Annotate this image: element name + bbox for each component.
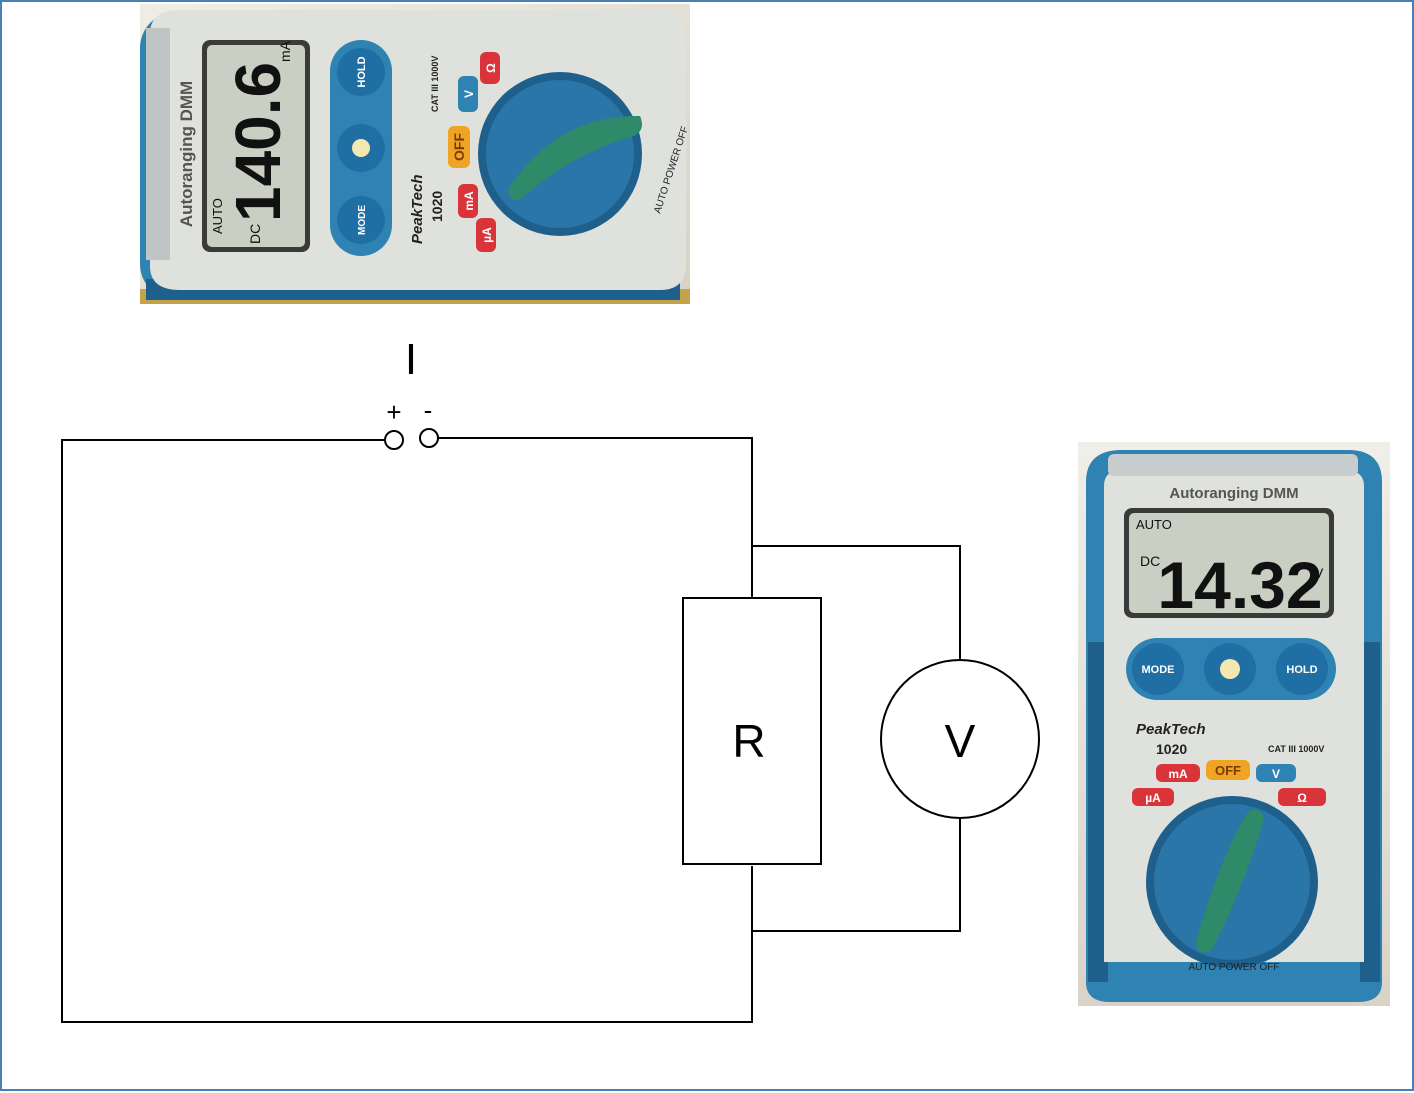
voltmeter-off-label: OFF	[1215, 763, 1241, 778]
ammeter-dial-knob	[508, 115, 642, 200]
ammeter-terminal-plus	[384, 430, 404, 450]
voltmeter-lcd-dc: DC	[1140, 553, 1160, 569]
voltmeter-symbol	[880, 659, 1040, 819]
ammeter-dial-ma: mA	[462, 191, 476, 211]
ammeter-lcd-unit: mA	[277, 40, 293, 62]
voltmeter-mode-button: MODE	[1142, 664, 1175, 676]
resistor	[682, 597, 822, 865]
ammeter-lcd-auto: AUTO	[210, 198, 225, 234]
voltmeter-auto-power-off: AUTO POWER OFF	[1189, 962, 1280, 973]
ammeter-photo: Autoranging DMM AUTO DC 140.6 mA HOLD MO…	[140, 4, 690, 304]
ammeter-lcd-dc: DC	[247, 224, 263, 244]
ammeter-dial-v: V	[462, 90, 476, 98]
voltmeter-brand: PeakTech	[1136, 721, 1206, 738]
resistor-label: R	[732, 715, 765, 767]
ammeter-dial-ohm: Ω	[484, 63, 498, 73]
voltmeter-hold-button: HOLD	[1286, 664, 1317, 676]
plus-sign: +	[386, 397, 401, 427]
voltmeter-lcd-reading: 14.32	[1157, 548, 1322, 622]
voltmeter-dial-ma: mA	[1168, 767, 1188, 781]
wire-voltmeter-bottom	[752, 818, 961, 932]
ammeter-brand: PeakTech	[409, 175, 426, 245]
wire-voltmeter-top	[752, 545, 961, 659]
ammeter-type-label: Autoranging DMM	[177, 81, 196, 227]
voltmeter-cat-rating: CAT III 1000V	[1268, 744, 1324, 754]
voltmeter-dial-knob	[1196, 809, 1264, 953]
ammeter-backlight-icon	[352, 139, 370, 157]
voltmeter-model: 1020	[1156, 741, 1187, 757]
wire-right-top	[438, 437, 753, 598]
voltmeter-photo: Autoranging DMM AUTO DC 14.32 V MODE HOL…	[1078, 442, 1390, 1006]
ammeter-model: 1020	[429, 191, 445, 222]
voltmeter-type-label: Autoranging DMM	[1169, 485, 1298, 502]
ammeter-hold-button: HOLD	[356, 56, 368, 87]
minus-sign: -	[424, 395, 433, 425]
ammeter-dial-ua: µA	[480, 227, 494, 243]
ammeter-cat-rating: CAT III 1000V	[430, 56, 440, 112]
ammeter-lcd-reading: 140.6	[222, 62, 294, 222]
ammeter-off-label: OFF	[451, 133, 467, 161]
wire-left-loop	[61, 439, 753, 1023]
voltmeter-backlight-icon	[1220, 659, 1240, 679]
ammeter-terminal-minus	[419, 428, 439, 448]
ammeter-mode-button: MODE	[357, 205, 368, 235]
voltmeter-label: V	[945, 715, 976, 767]
voltmeter-dial-ohm: Ω	[1297, 791, 1307, 805]
voltmeter-lcd-unit: V	[1314, 565, 1324, 581]
current-label: I	[405, 335, 417, 384]
voltmeter-dial-ua: µA	[1145, 791, 1161, 805]
voltmeter-dial-v: V	[1272, 767, 1280, 781]
voltmeter-lcd-auto: AUTO	[1136, 517, 1172, 532]
